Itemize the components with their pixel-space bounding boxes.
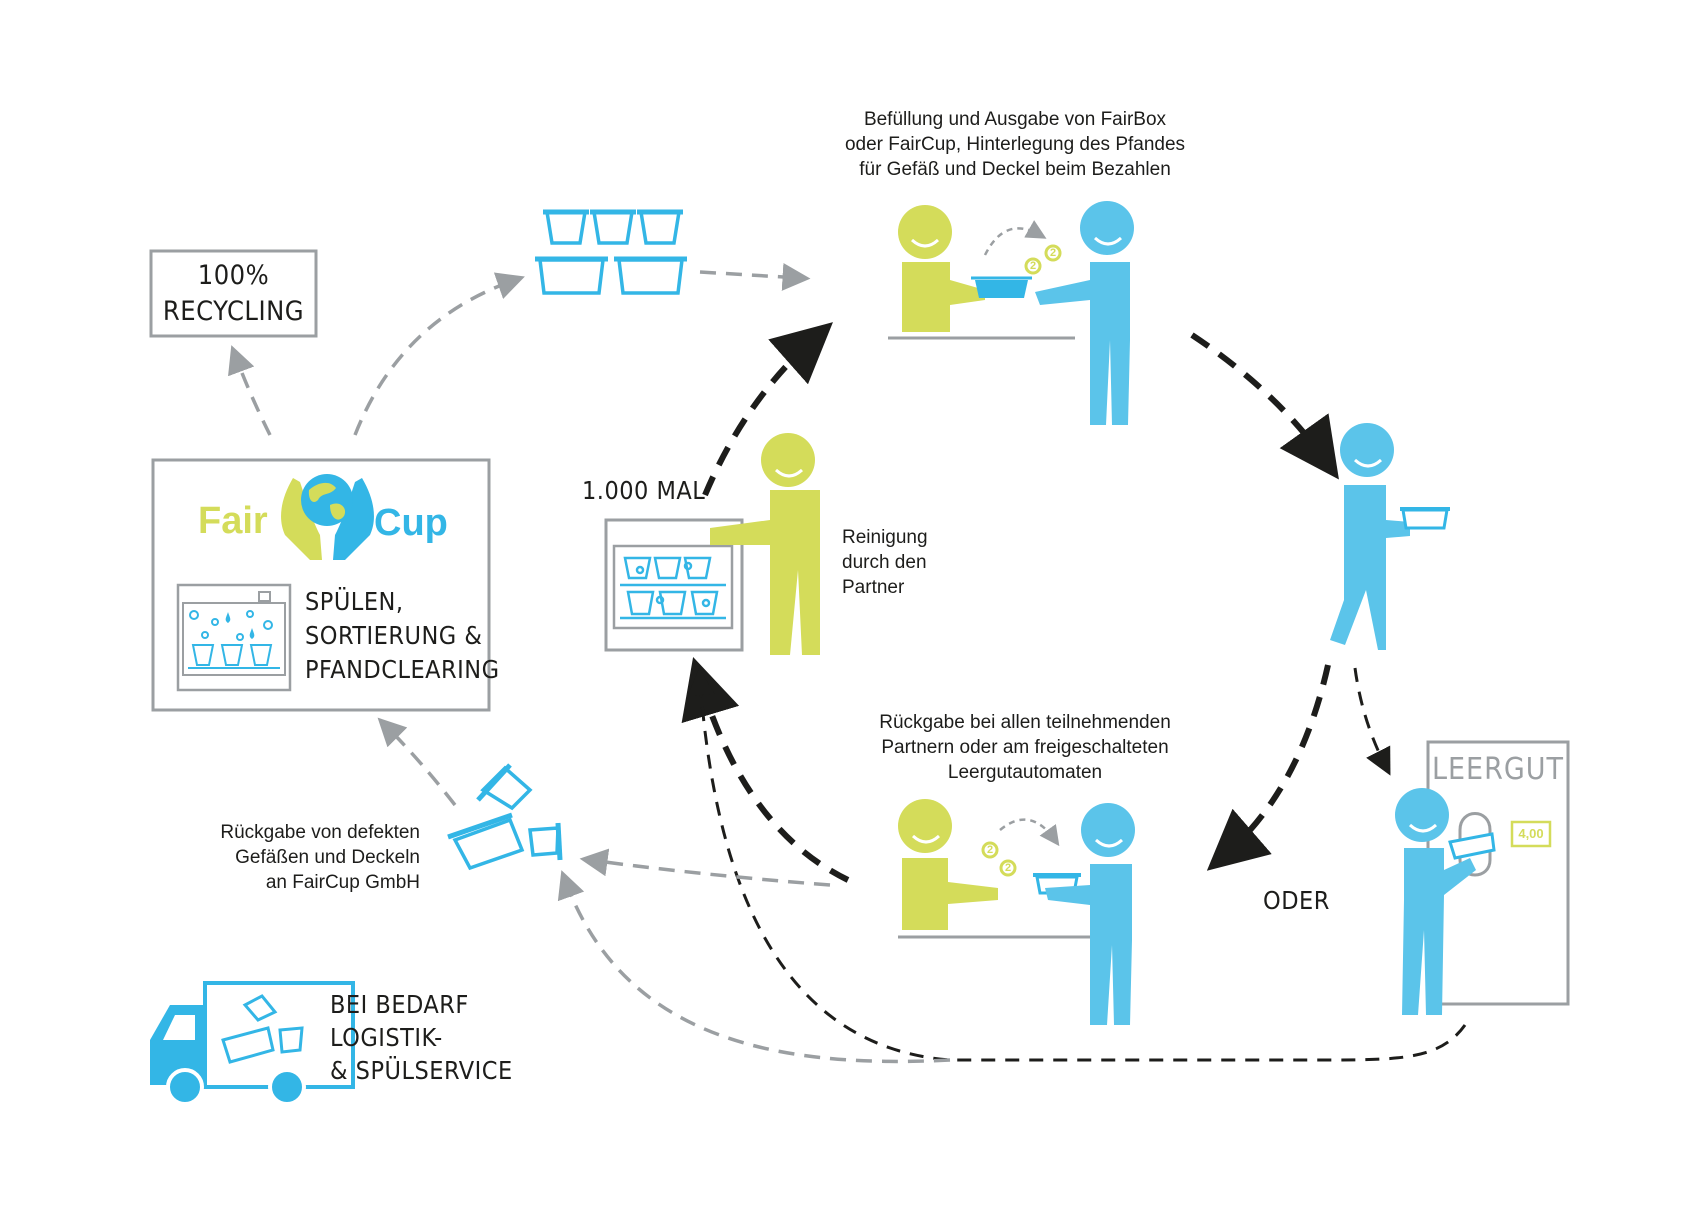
coin-label: 2 [1049,247,1057,259]
arrow-customer-to-return [1206,664,1331,871]
recycling-label: 100% RECYCLING [162,260,305,327]
caption-cleaning: Reinigung durch den Partner [842,527,928,598]
caption-top: Befüllung und Ausgabe von FairBox oder F… [844,109,1186,180]
logo-word-fair: Fair [198,500,268,542]
faircup-stack-icon [535,209,687,295]
machine-display [1510,820,1552,848]
counter-scene-top [888,201,1134,425]
arrow-customer-to-machine [1353,667,1391,776]
machine-title: LEERGUT [1431,752,1565,787]
cycle-arrows [681,322,1339,883]
recycling-box [149,249,318,338]
oder-label: ODER [1263,886,1330,915]
coin-label: 2 [1004,862,1012,874]
logo-word-cup: Cup [374,502,448,544]
faircup-logo-icon [281,474,374,560]
arrow-wash-to-recycling [228,345,272,436]
gray-arrows [228,262,951,1064]
arrow-boxes-to-counter [699,262,811,291]
arrow-cleaning-to-counter [702,322,833,497]
arrow-return-to-defect-long [557,870,951,1064]
customer-figure [1330,423,1450,650]
coin-label: 2 [1029,260,1037,272]
coin-label: 2 [986,844,994,856]
machine-display-value: 4,00 [1518,826,1544,841]
dishwasher-small-icon [176,583,292,692]
cleaning-scene [604,433,820,655]
arrow-machine-to-cleaning [687,668,1467,1062]
logistics-label: BEI BEDARF LOGISTIK- & SPÜLSERVICE [330,990,513,1085]
return-machine [1395,740,1570,1015]
truck-icon [150,981,355,1106]
caption-return-partner: Rückgabe bei allen teilnehmenden Partner… [879,712,1171,783]
coin-icon [1024,244,1062,275]
arrow-counter-to-customer [1190,332,1339,480]
counter-scene-bottom [898,799,1135,1025]
arrow-defect-to-wash [377,717,457,807]
caption-defect: Rückgabe von defekten Gefäßen und Deckel… [220,822,420,893]
arrow-return-to-cleaning [681,657,850,883]
arrow-return-to-defect [579,848,831,887]
times-label: 1.000 MAL [582,476,706,505]
defect-containers-icon [447,763,563,871]
washing-label: SPÜLEN, SORTIERUNG & PFANDCLEARING [305,587,500,684]
arrow-wash-to-boxes [353,272,525,436]
